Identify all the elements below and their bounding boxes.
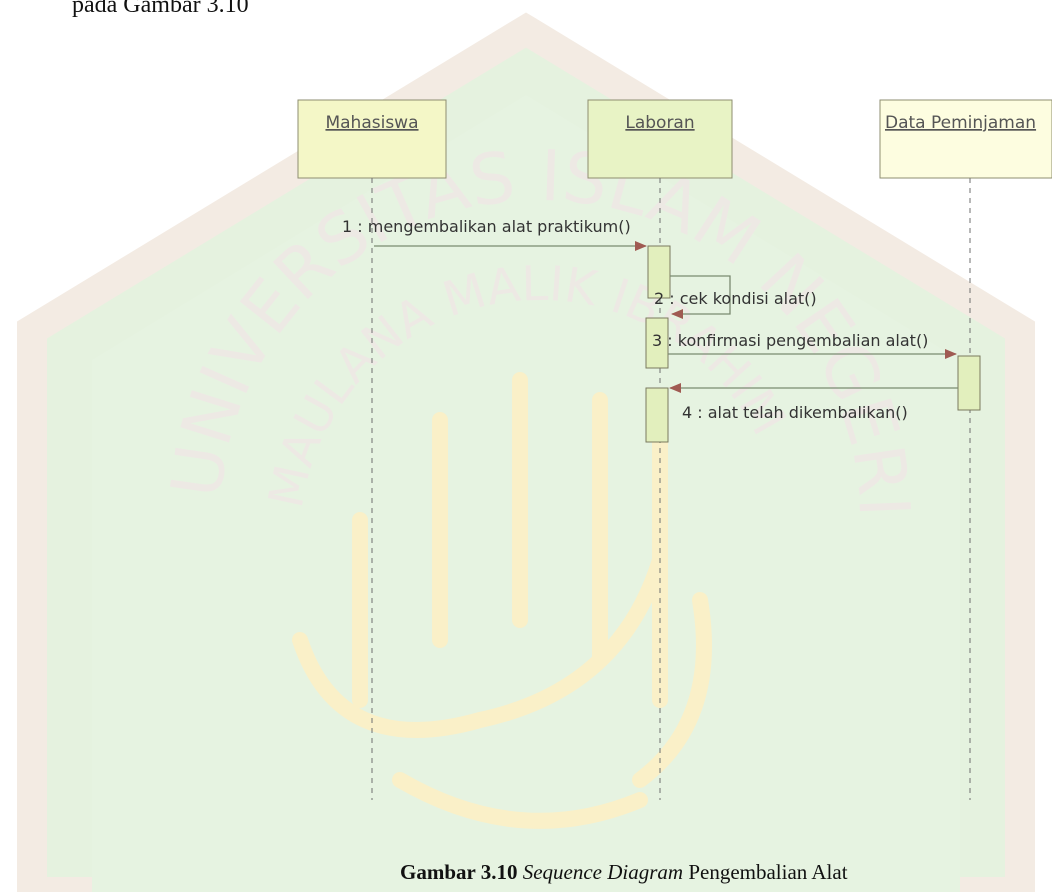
lifeline-box <box>298 100 446 178</box>
lifeline-label: Mahasiswa <box>325 113 418 133</box>
caption-number: Gambar 3.10 <box>400 860 517 884</box>
message-label-2: 2 : cek kondisi alat() <box>654 289 817 308</box>
caption-italic: Sequence Diagram <box>523 860 683 884</box>
lifeline-data-peminjaman: Data Peminjaman <box>880 100 1052 178</box>
message-label-1: 1 : mengembalikan alat praktikum() <box>342 217 631 236</box>
lifeline-box <box>588 100 732 178</box>
lifeline-box <box>880 100 1052 178</box>
lifeline-laboran: Laboran <box>588 100 732 178</box>
message-label-3: 3 : konfirmasi pengembalian alat() <box>652 331 928 350</box>
lifeline-label: Data Peminjaman <box>885 113 1036 133</box>
activation-bar <box>958 356 980 410</box>
figure-caption: Gambar 3.10 Sequence Diagram Pengembalia… <box>400 860 848 885</box>
message-label-4: 4 : alat telah dikembalikan() <box>682 403 908 422</box>
activation-bar <box>646 388 668 442</box>
lifeline-mahasiswa: Mahasiswa <box>298 100 446 178</box>
lifeline-label: Laboran <box>625 113 694 133</box>
caption-rest: Pengembalian Alat <box>688 860 847 884</box>
